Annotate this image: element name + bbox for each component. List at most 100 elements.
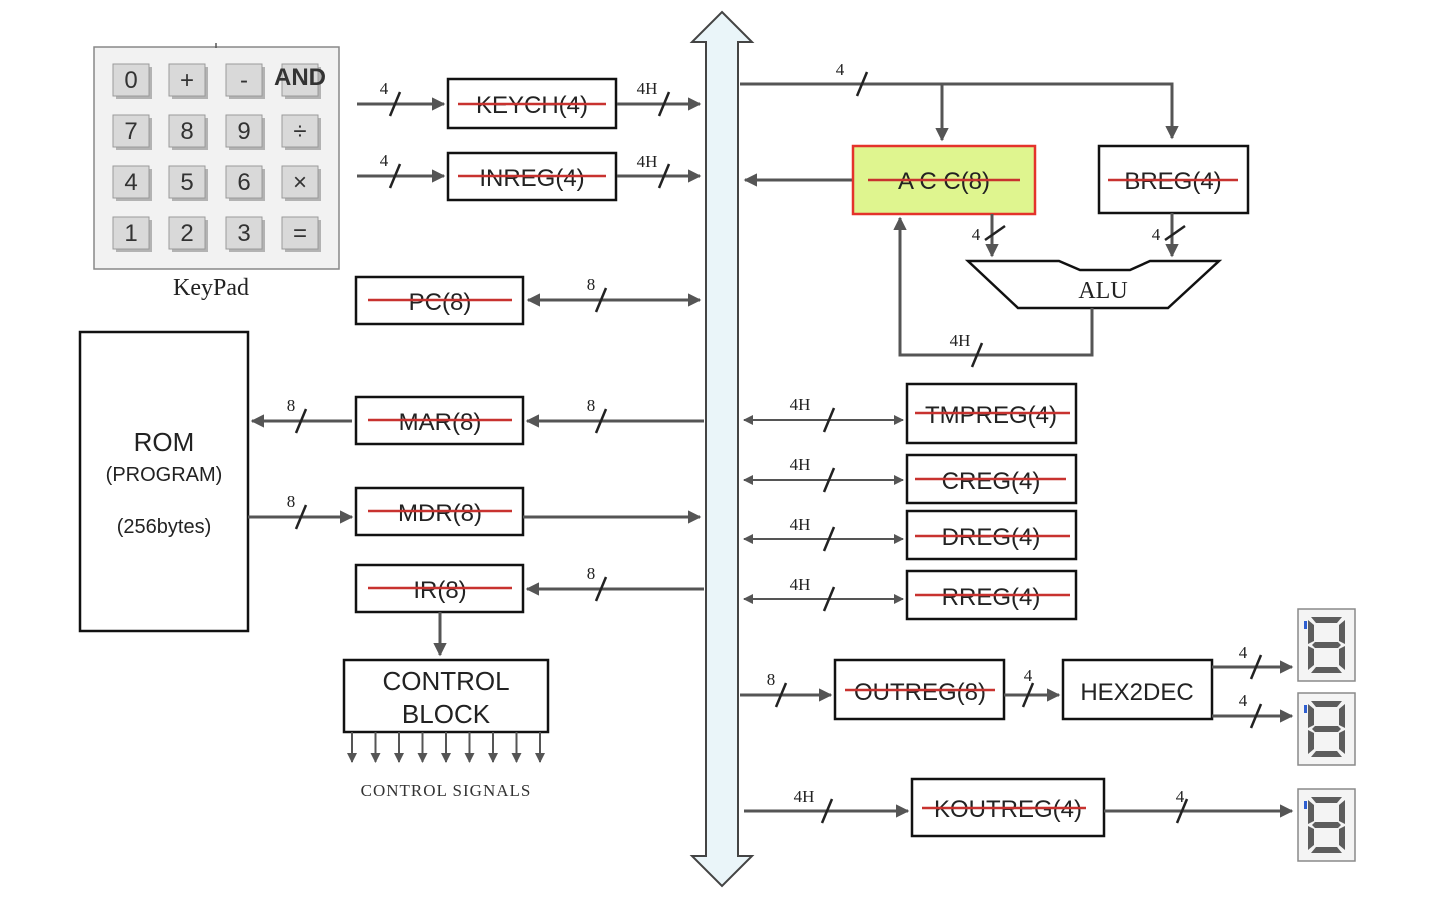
creg-width: 4H	[790, 455, 811, 474]
mar-bus-width: 8	[587, 396, 596, 415]
creg-label: CREG(4)	[942, 468, 1041, 495]
pc-label: PC(8)	[409, 289, 472, 316]
keypad-key-label: 4	[124, 169, 137, 196]
ir-label: IR(8)	[413, 577, 466, 604]
keypad-key-label: 3	[237, 220, 250, 247]
keypad-key-1-3[interactable]: ÷	[281, 114, 321, 150]
control-signal-arrows	[347, 732, 545, 763]
keypad-key-label: ×	[293, 169, 307, 196]
rreg-label: RREG(4)	[942, 584, 1041, 611]
keypad-key-0-0[interactable]: 0	[112, 63, 152, 99]
keypad-key-3-2[interactable]: 3	[225, 216, 265, 252]
bus-acc-width: 4	[836, 60, 845, 79]
keypad-key-1-2[interactable]: 9	[225, 114, 265, 150]
keych-register: 4 KEYCH(4) 4H	[357, 77, 702, 130]
keypad-keys: 0 + -AND 7 8 9 ÷ 4 5 6 × 1 2 3 =	[112, 63, 326, 252]
bus-to-acc-breg: 4	[740, 60, 1179, 142]
alu-acc-width: 4H	[950, 331, 971, 350]
keypad-key-1-0[interactable]: 7	[112, 114, 152, 150]
control-line1: CONTROL	[382, 666, 509, 696]
control-line2: BLOCK	[402, 699, 491, 729]
seven-segment-displays	[1297, 608, 1356, 862]
keypad-key-label: 8	[180, 118, 193, 145]
keypad-key-3-1[interactable]: 2	[168, 216, 208, 252]
keypad-key-label: 6	[237, 169, 250, 196]
rom-block: ROM (PROGRAM) (256bytes)	[78, 330, 250, 633]
keypad-key-label: ÷	[293, 118, 306, 145]
keypad-key-label: 1	[124, 220, 137, 247]
dreg-width: 4H	[790, 515, 811, 534]
keypad-key-label: 0	[124, 67, 137, 94]
keypad-key-0-2[interactable]: -	[225, 63, 265, 99]
inreg-register: 4 INREG(4) 4H	[357, 151, 702, 202]
hex-display2-width: 4	[1239, 691, 1248, 710]
inreg-in-width: 4	[380, 151, 389, 170]
keych-out-width: 4H	[637, 79, 658, 98]
rom-title: ROM	[134, 427, 195, 457]
keypad-key-label: 7	[124, 118, 137, 145]
seven-segment-display-2	[1297, 692, 1356, 766]
koutreg-label: KOUTREG(4)	[934, 796, 1082, 823]
breg-label: BREG(4)	[1124, 168, 1221, 195]
alu-label: ALU	[1078, 278, 1127, 304]
keypad-key-label: 9	[237, 118, 250, 145]
dreg-label: DREG(4)	[942, 524, 1041, 551]
mdr-rom-width: 8	[287, 492, 296, 511]
keypad-key-0-3[interactable]: AND	[274, 63, 326, 99]
rom-size: (256bytes)	[117, 516, 212, 538]
system-bus	[689, 10, 755, 888]
tmpreg-register: 4H TMPREG(4)	[743, 382, 1078, 445]
keypad-key-2-3[interactable]: ×	[281, 165, 321, 201]
mdr-label: MDR(8)	[398, 500, 482, 527]
breg-register: BREG(4)	[1097, 144, 1250, 215]
keypad-key-label: AND	[274, 64, 326, 91]
inreg-label: INREG(4)	[479, 165, 584, 192]
hex-display1-width: 4	[1239, 643, 1248, 662]
keypad-key-1-1[interactable]: 8	[168, 114, 208, 150]
control-signals-label: CONTROL SIGNALS	[361, 781, 532, 800]
keypad-key-0-1[interactable]: +	[168, 63, 208, 99]
inreg-out-width: 4H	[637, 152, 658, 171]
pc-width: 8	[587, 275, 596, 294]
keypad-key-3-3[interactable]: =	[281, 216, 321, 252]
rreg-width: 4H	[790, 575, 811, 594]
acc-alu-width: 4	[972, 225, 981, 244]
keypad-key-3-0[interactable]: 1	[112, 216, 152, 252]
koutreg-register: 4H KOUTREG(4) 4	[744, 777, 1294, 838]
pc-register: PC(8) 8	[354, 275, 702, 326]
outreg-hex-width: 4	[1024, 666, 1033, 685]
keypad-key-2-0[interactable]: 4	[112, 165, 152, 201]
alu-block: 4 4 ALU 4H	[893, 213, 1223, 368]
ir-register: IR(8) 8	[354, 563, 704, 657]
alu-shape	[964, 259, 1223, 310]
koutreg-out-width: 4	[1176, 787, 1185, 806]
keypad-key-label: =	[293, 220, 307, 247]
koutreg-in-width: 4H	[794, 787, 815, 806]
tmpreg-label: TMPREG(4)	[925, 402, 1057, 429]
mar-label: MAR(8)	[399, 409, 482, 436]
hex2dec-label: HEX2DEC	[1080, 679, 1193, 706]
creg-register: 4H CREG(4)	[743, 453, 1078, 505]
hex2dec-block: HEX2DEC 4 4	[1061, 643, 1294, 729]
keypad-key-label: +	[180, 67, 194, 94]
keypad-caption: KeyPad	[173, 275, 249, 301]
keypad: 0 + -AND 7 8 9 ÷ 4 5 6 × 1 2 3 = KeyPad	[93, 43, 340, 301]
tmpreg-width: 4H	[790, 395, 811, 414]
breg-alu-width: 4	[1152, 225, 1161, 244]
outreg-in-width: 8	[767, 670, 776, 689]
seven-segment-display-3	[1297, 788, 1356, 862]
keypad-key-2-2[interactable]: 6	[225, 165, 265, 201]
seven-segment-display-1	[1297, 608, 1356, 682]
outreg-label: OUTREG(8)	[854, 679, 986, 706]
mar-register: 8 MAR(8) 8	[250, 395, 704, 446]
keypad-key-label: 5	[180, 169, 193, 196]
keych-in-width: 4	[380, 79, 389, 98]
keych-label: KEYCH(4)	[476, 92, 588, 119]
keypad-key-label: -	[240, 67, 248, 94]
keypad-key-2-1[interactable]: 5	[168, 165, 208, 201]
rreg-register: 4H RREG(4)	[743, 569, 1078, 621]
ir-width: 8	[587, 564, 596, 583]
mdr-register: 8 MDR(8)	[248, 486, 702, 537]
mar-rom-width: 8	[287, 396, 296, 415]
